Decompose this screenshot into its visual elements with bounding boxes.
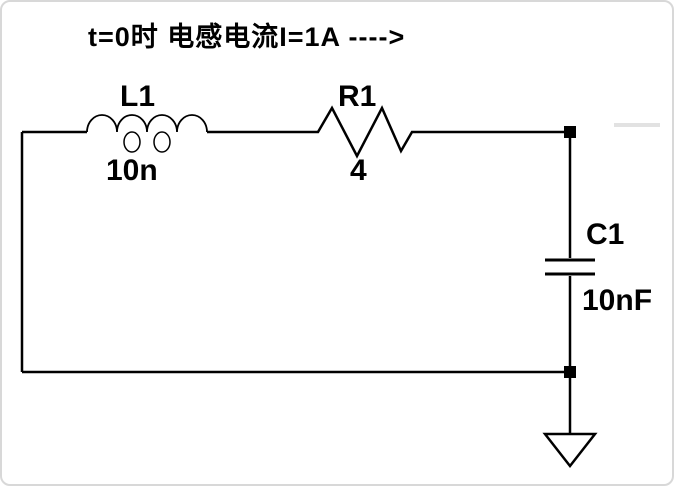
resistor-value: 4 <box>350 154 367 187</box>
capacitor-symbol <box>545 138 595 366</box>
capacitor-label: C1 <box>586 218 625 251</box>
resistor-symbol <box>310 105 420 159</box>
capacitor-value: 10nF <box>582 284 653 317</box>
ground-symbol <box>542 432 598 469</box>
inductor-symbol <box>86 114 208 153</box>
inductor-label: L1 <box>120 80 156 113</box>
resistor-label: R1 <box>338 80 377 113</box>
junction-top-right <box>564 126 576 138</box>
circuit-title: t=0时 电感电流I=1A ----> <box>88 22 406 52</box>
inductor-value: 10n <box>106 154 158 187</box>
